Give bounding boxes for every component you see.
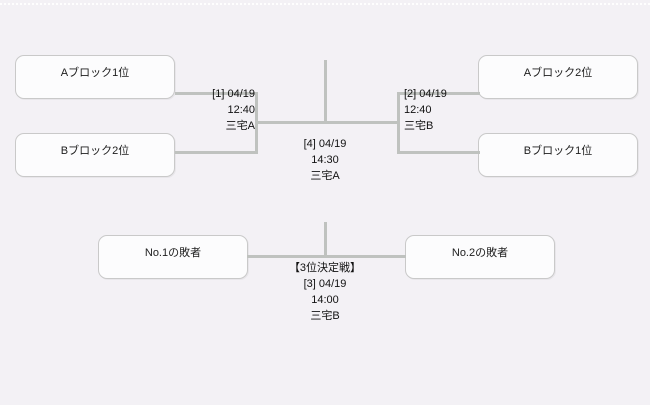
match-2-time: 12:40 bbox=[404, 104, 432, 116]
slot-loser-no1[interactable]: No.1の敗者 bbox=[98, 235, 248, 279]
slot-b-block-2nd-label: Bブロック2位 bbox=[60, 145, 130, 157]
match-2-venue: 三宅B bbox=[404, 120, 434, 132]
match-1-venue: 三宅A bbox=[225, 120, 255, 132]
match-4-venue: 三宅A bbox=[310, 170, 340, 182]
connector-a-block-1st bbox=[175, 92, 258, 95]
connector-final-stem bbox=[324, 60, 327, 123]
match-3-heading: 【3位決定戦】 bbox=[288, 262, 362, 274]
connector-match-1-out bbox=[255, 121, 327, 124]
match-1-time: 12:40 bbox=[227, 104, 255, 116]
slot-loser-no2-label: No.2の敗者 bbox=[451, 247, 509, 259]
slot-a-block-1st-label: Aブロック1位 bbox=[60, 67, 130, 79]
connector-a-block-2nd bbox=[397, 92, 480, 95]
connector-loser-no1 bbox=[247, 255, 327, 258]
slot-b-block-1st-label: Bブロック1位 bbox=[523, 145, 593, 157]
slot-a-block-2nd-label: Aブロック2位 bbox=[523, 67, 593, 79]
slot-a-block-2nd[interactable]: Aブロック2位 bbox=[478, 55, 638, 99]
match-3-venue: 三宅B bbox=[310, 310, 340, 322]
match-3-number-date: [3] 04/19 bbox=[303, 278, 347, 290]
match-1-info: [1] 04/19 12:40 三宅A bbox=[160, 86, 255, 134]
connector-loser-no2 bbox=[325, 255, 406, 258]
slot-b-block-1st[interactable]: Bブロック1位 bbox=[478, 133, 638, 177]
match-1-number-date: [1] 04/19 bbox=[212, 88, 255, 100]
match-2-info: [2] 04/19 12:40 三宅B bbox=[404, 86, 499, 134]
slot-a-block-1st[interactable]: Aブロック1位 bbox=[15, 55, 175, 99]
connector-match-2-out bbox=[325, 121, 400, 124]
slot-b-block-2nd[interactable]: Bブロック2位 bbox=[15, 133, 175, 177]
match-4-number-date: [4] 04/19 bbox=[303, 138, 347, 150]
top-divider bbox=[0, 3, 650, 5]
match-4-info: [4] 04/19 14:30 三宅A bbox=[265, 136, 385, 184]
match-2-number-date: [2] 04/19 bbox=[404, 88, 447, 100]
connector-b-block-2nd bbox=[175, 151, 258, 154]
match-4-time: 14:30 bbox=[311, 154, 339, 166]
connector-b-block-1st bbox=[397, 151, 480, 154]
connector-third-place-stem bbox=[324, 222, 327, 258]
match-3-time: 14:00 bbox=[311, 294, 339, 306]
slot-loser-no1-label: No.1の敗者 bbox=[144, 247, 202, 259]
slot-loser-no2[interactable]: No.2の敗者 bbox=[405, 235, 555, 279]
match-3-info: 【3位決定戦】 [3] 04/19 14:00 三宅B bbox=[265, 260, 385, 324]
